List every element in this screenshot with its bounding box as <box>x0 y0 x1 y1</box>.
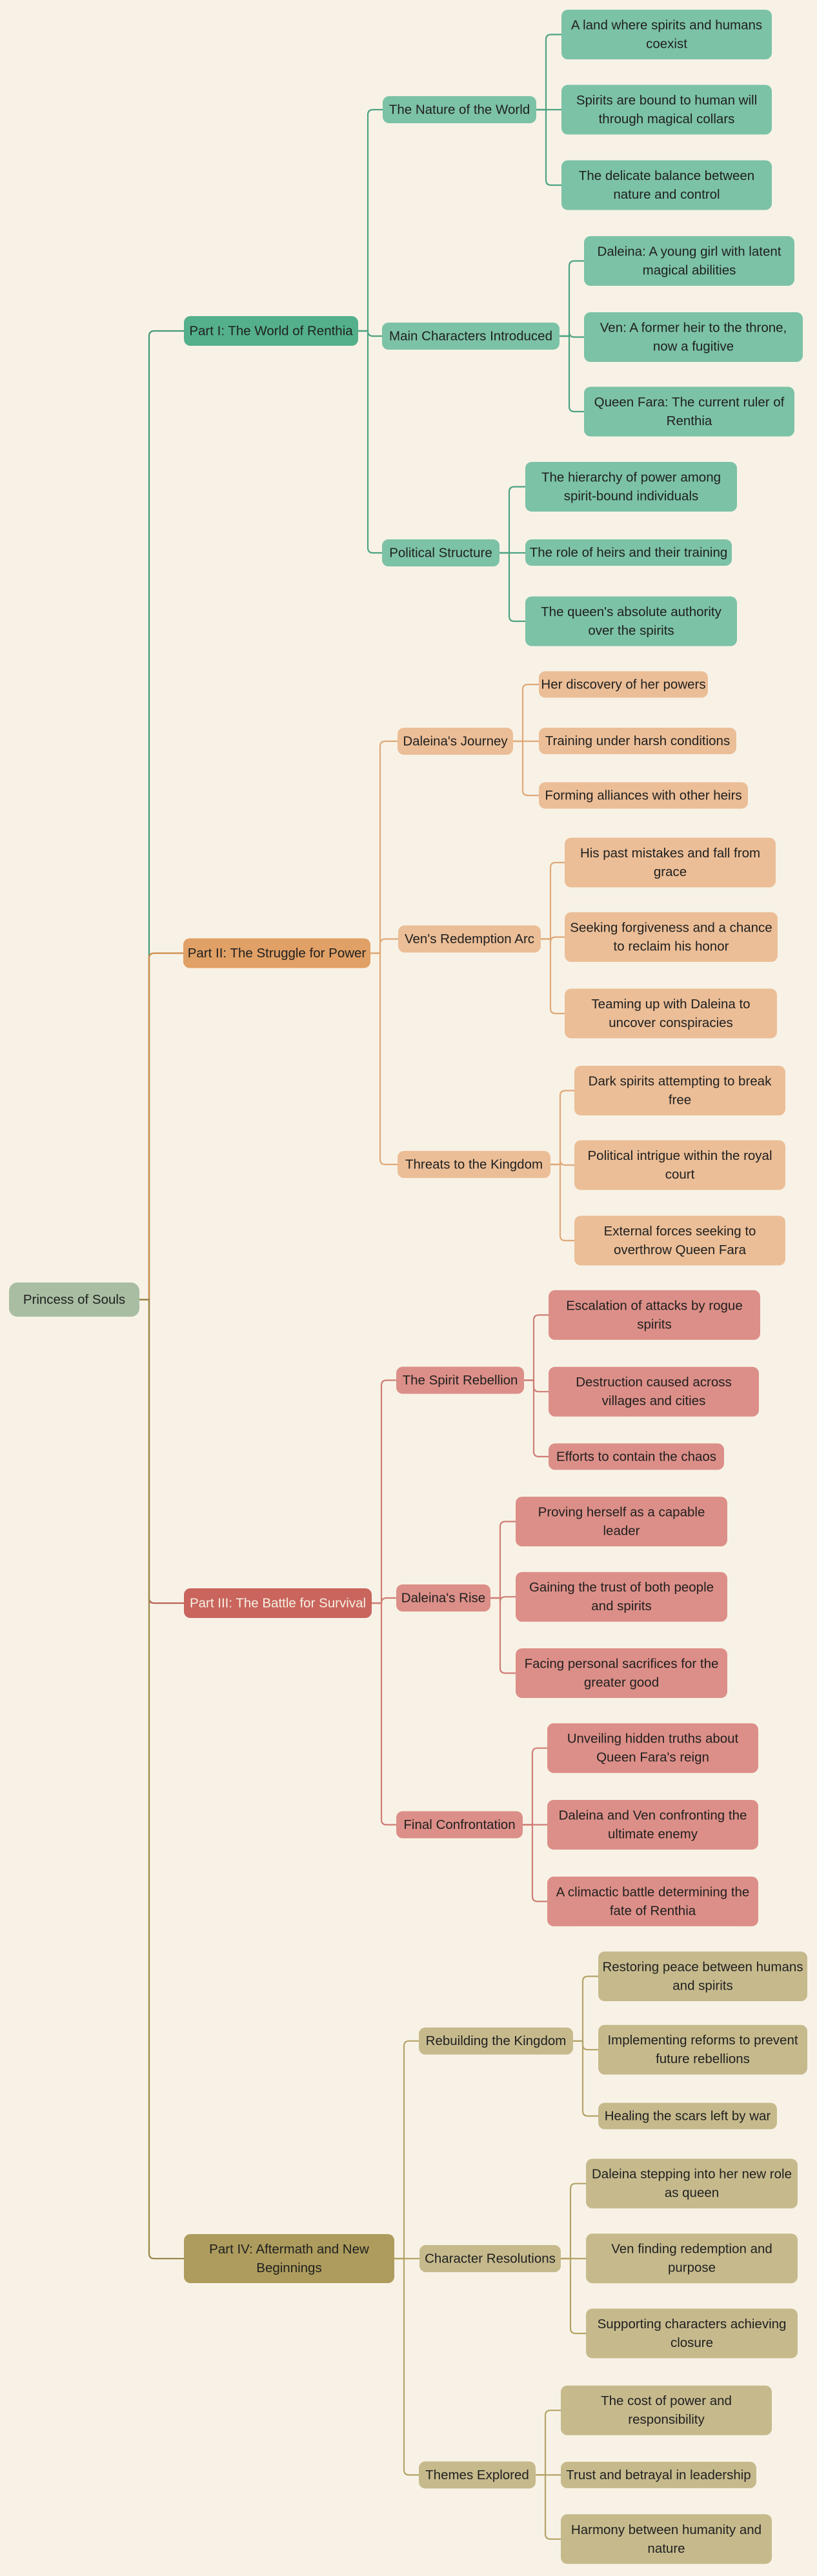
svg-text:now a fugitive: now a fugitive <box>653 339 734 354</box>
svg-text:and spirits: and spirits <box>672 1979 732 1993</box>
svg-text:Main Characters Introduced: Main Characters Introduced <box>389 329 552 344</box>
svg-text:overthrow Queen Fara: overthrow Queen Fara <box>614 1243 747 1257</box>
svg-text:The cost of power and: The cost of power and <box>601 2393 732 2408</box>
svg-text:Daleina's Journey: Daleina's Journey <box>403 734 508 749</box>
svg-text:A land where spirits and human: A land where spirits and humans <box>571 18 762 33</box>
svg-text:villages and cities: villages and cities <box>602 1393 706 1408</box>
svg-text:Her discovery of her powers: Her discovery of her powers <box>541 677 705 692</box>
svg-text:Forming alliances with other h: Forming alliances with other heirs <box>545 788 741 803</box>
svg-text:Part IV: Aftermath and New: Part IV: Aftermath and New <box>209 2242 369 2257</box>
svg-text:Princess of Souls: Princess of Souls <box>23 1292 125 1307</box>
svg-text:grace: grace <box>654 864 687 879</box>
svg-text:The Nature of the World: The Nature of the World <box>389 103 530 117</box>
svg-text:Ven finding redemption and: Ven finding redemption and <box>611 2242 772 2257</box>
svg-text:Teaming up with Daleina to: Teaming up with Daleina to <box>591 997 750 1012</box>
svg-text:Rebuilding the Kingdom: Rebuilding the Kingdom <box>426 2033 567 2048</box>
svg-text:spirit-bound individuals: spirit-bound individuals <box>564 489 699 504</box>
svg-text:Restoring peace between humans: Restoring peace between humans <box>602 1960 803 1975</box>
svg-text:as queen: as queen <box>665 2186 719 2201</box>
svg-text:magical abilities: magical abilities <box>643 263 736 278</box>
svg-text:leader: leader <box>603 1524 640 1539</box>
svg-text:nature and control: nature and control <box>613 187 720 202</box>
svg-text:Escalation of attacks by rogue: Escalation of attacks by rogue <box>566 1298 743 1313</box>
svg-text:Trust and betrayal in leadersh: Trust and betrayal in leadership <box>566 2468 751 2482</box>
svg-text:court: court <box>665 1167 695 1182</box>
svg-text:The queen's absolute authority: The queen's absolute authority <box>541 604 721 619</box>
svg-text:Harmony between humanity and: Harmony between humanity and <box>571 2522 762 2537</box>
svg-text:The hierarchy of power among: The hierarchy of power among <box>541 470 721 485</box>
svg-text:The role of heirs and their tr: The role of heirs and their training <box>530 545 728 560</box>
svg-text:Supporting characters achievin: Supporting characters achieving <box>598 2317 787 2331</box>
svg-text:responsibility: responsibility <box>628 2412 705 2427</box>
svg-text:purpose: purpose <box>668 2261 716 2275</box>
svg-text:future rebellions: future rebellions <box>656 2052 750 2066</box>
svg-text:External forces seeking to: External forces seeking to <box>604 1224 756 1239</box>
svg-text:Part I: The World of Renthia: Part I: The World of Renthia <box>189 324 353 339</box>
svg-text:to reclaim his honor: to reclaim his honor <box>614 939 729 954</box>
svg-text:Destruction caused across: Destruction caused across <box>576 1375 732 1390</box>
svg-text:Unveiling hidden truths about: Unveiling hidden truths about <box>567 1732 739 1746</box>
svg-text:through magical collars: through magical collars <box>599 112 735 126</box>
svg-text:Part III: The Battle for Survi: Part III: The Battle for Survival <box>190 1596 366 1611</box>
svg-text:Training under harsh condition: Training under harsh conditions <box>545 734 730 748</box>
svg-text:closure: closure <box>671 2335 713 2350</box>
svg-text:Ven's Redemption Arc: Ven's Redemption Arc <box>405 932 534 946</box>
svg-text:A climactic battle determining: A climactic battle determining the <box>556 1884 750 1899</box>
svg-text:uncover conspiracies: uncover conspiracies <box>609 1015 733 1030</box>
svg-text:coexist: coexist <box>646 37 687 52</box>
svg-text:Threats to the Kingdom: Threats to the Kingdom <box>405 1157 543 1172</box>
svg-text:Part II: The Struggle for Powe: Part II: The Struggle for Power <box>188 946 367 961</box>
svg-text:greater good: greater good <box>584 1675 659 1690</box>
svg-text:free: free <box>669 1093 691 1108</box>
svg-text:Daleina: A young girl with lat: Daleina: A young girl with latent <box>598 245 782 259</box>
svg-text:The Spirit Rebellion: The Spirit Rebellion <box>403 1373 518 1388</box>
svg-text:The delicate balance between: The delicate balance between <box>579 168 754 183</box>
svg-text:and spirits: and spirits <box>591 1599 651 1613</box>
svg-text:Daleina stepping into her new: Daleina stepping into her new role <box>592 2167 792 2182</box>
svg-text:Political intrigue within the: Political intrigue within the royal <box>588 1148 772 1163</box>
svg-text:His past mistakes and fall fro: His past mistakes and fall from <box>580 846 760 861</box>
svg-text:Efforts to contain the chaos: Efforts to contain the chaos <box>556 1449 716 1464</box>
svg-text:fate of Renthia: fate of Renthia <box>610 1903 696 1918</box>
svg-text:Character Resolutions: Character Resolutions <box>425 2252 556 2266</box>
svg-text:Renthia: Renthia <box>667 414 712 428</box>
svg-text:Proving herself as a capable: Proving herself as a capable <box>538 1505 705 1520</box>
svg-text:Seeking forgiveness and a chan: Seeking forgiveness and a chance <box>570 921 772 935</box>
svg-text:Queen Fara's reign: Queen Fara's reign <box>596 1750 709 1765</box>
svg-text:Dark spirits attempting to bre: Dark spirits attempting to break <box>589 1074 772 1089</box>
svg-text:ultimate enemy: ultimate enemy <box>608 1827 698 1842</box>
svg-text:Beginnings: Beginnings <box>256 2261 321 2275</box>
svg-text:Spirits are bound to human wil: Spirits are bound to human will <box>576 93 757 108</box>
svg-text:Political Structure: Political Structure <box>389 546 492 561</box>
svg-text:Implementing reforms to preven: Implementing reforms to prevent <box>607 2033 798 2048</box>
svg-text:nature: nature <box>647 2541 685 2556</box>
svg-text:over the spirits: over the spirits <box>588 623 674 638</box>
svg-text:Queen Fara: The current ruler: Queen Fara: The current ruler of <box>594 395 785 410</box>
svg-text:Gaining the trust of both peop: Gaining the trust of both people <box>529 1580 714 1595</box>
svg-text:spirits: spirits <box>637 1317 672 1332</box>
svg-text:Daleina's Rise: Daleina's Rise <box>401 1591 485 1606</box>
svg-text:Healing the scars left by war: Healing the scars left by war <box>605 2109 771 2124</box>
svg-text:Facing personal sacrifices for: Facing personal sacrifices for the <box>525 1657 719 1672</box>
svg-text:Ven: A former heir to the thro: Ven: A former heir to the throne, <box>600 321 787 335</box>
svg-text:Themes Explored: Themes Explored <box>425 2468 529 2482</box>
svg-text:Final Confrontation: Final Confrontation <box>403 1817 515 1832</box>
svg-text:Daleina and Ven confronting th: Daleina and Ven confronting the <box>559 1808 747 1823</box>
